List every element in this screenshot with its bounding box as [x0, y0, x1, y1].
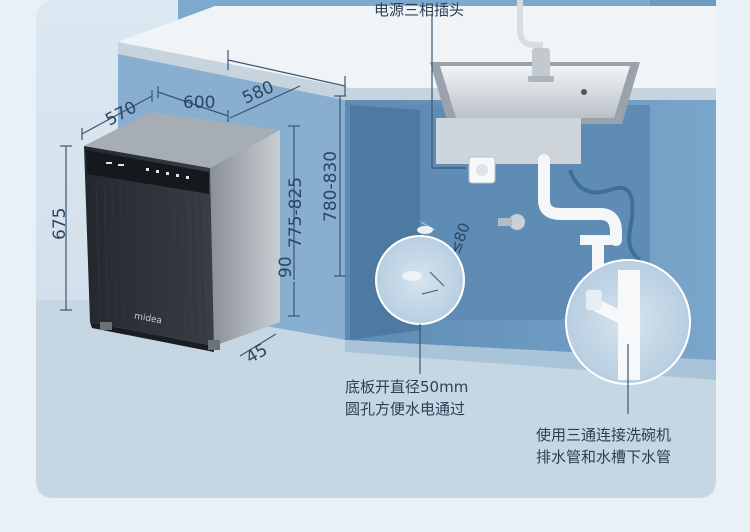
- dim-90: 90: [276, 256, 296, 278]
- dim-780-830: 780-830: [321, 150, 341, 222]
- hole-note-line1: 底板开直径50mm: [345, 378, 469, 396]
- drain-note-line1: 使用三通连接洗碗机: [536, 426, 672, 444]
- dim-600: 600: [183, 93, 216, 113]
- power-outlet-label: 电源三相插头: [374, 1, 465, 19]
- dim-775-825: 775-825: [286, 176, 306, 248]
- dim-675: 675: [50, 207, 70, 240]
- drain-note-line2: 排水管和水槽下水管: [536, 448, 672, 466]
- hole-note-line2: 圆孔方便水电通过: [345, 400, 466, 418]
